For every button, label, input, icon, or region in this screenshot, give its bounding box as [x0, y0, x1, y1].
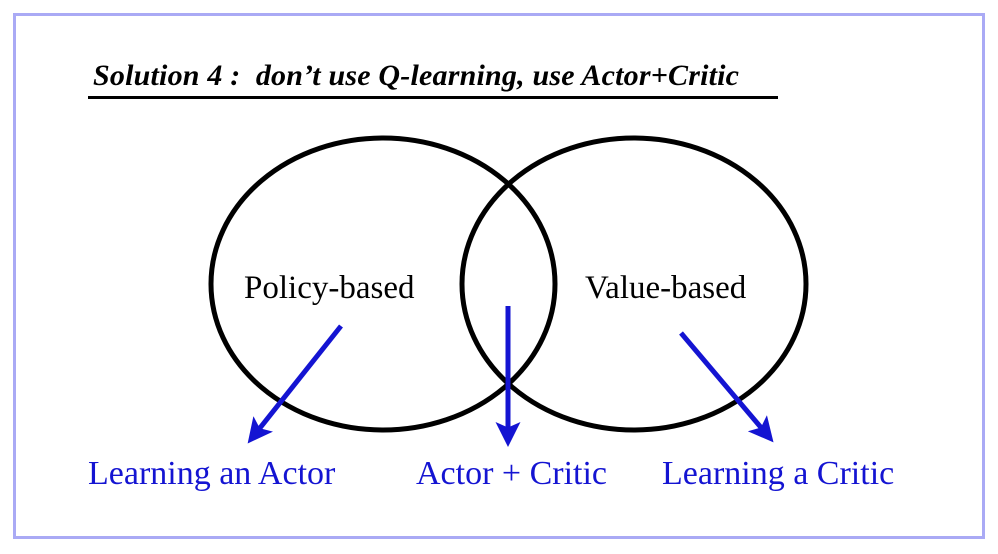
arrow-to-learning-a-critic — [679, 331, 774, 443]
venn-label-policy-based: Policy-based — [244, 270, 415, 306]
title-underline — [88, 96, 778, 99]
arrow-to-learning-an-actor — [247, 324, 343, 444]
venn-label-value-based: Value-based — [585, 270, 747, 306]
slide-border-frame — [13, 13, 985, 539]
page-title: Solution 4 : don’t use Q-learning, use A… — [93, 59, 740, 92]
venn-circle-policy-based — [208, 135, 558, 433]
caption-actor-plus-critic: Actor + Critic — [416, 455, 608, 492]
caption-learning-a-critic: Learning a Critic — [662, 455, 895, 492]
venn-circle-value-based — [459, 135, 809, 433]
caption-learning-an-actor: Learning an Actor — [88, 455, 336, 492]
